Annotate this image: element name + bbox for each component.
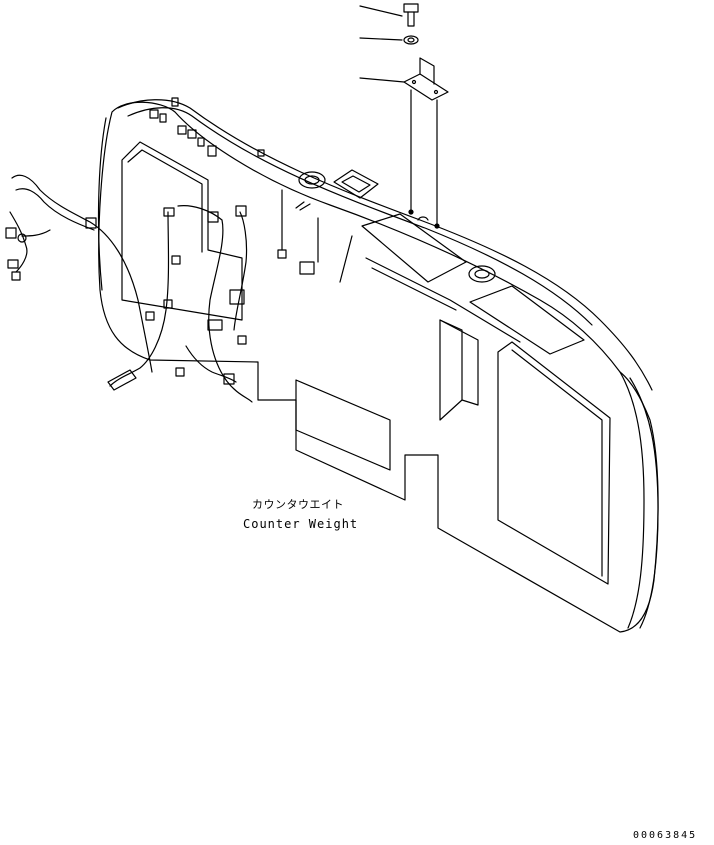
anti-slip-plate-upper (361, 213, 467, 283)
harness-branch-2 (21, 229, 51, 237)
part-name-jp: カウンタウエイト (252, 498, 344, 511)
anti-slip-plate-lower (469, 285, 585, 355)
mount-hole-1 (408, 209, 414, 215)
right-recess-panel-inner (511, 349, 603, 577)
part-name-en: Counter Weight (243, 517, 359, 531)
top-rim-inner (127, 107, 593, 326)
harness-main (11, 174, 153, 373)
leader-bracket (359, 77, 405, 83)
harness-branch-1 (9, 211, 28, 273)
left-recess-panel (121, 141, 243, 321)
top-rim-line (117, 99, 653, 391)
edge-clip (107, 369, 137, 391)
lift-eye-cover (333, 169, 379, 199)
washer (403, 35, 419, 45)
plug-cover-right (468, 265, 496, 283)
clip-b (299, 261, 315, 275)
leader-bolt (359, 5, 403, 17)
drawing-id: 00063845 (633, 830, 698, 841)
lift-eye-cover-inner (341, 175, 371, 193)
step-block-face (439, 319, 463, 401)
ridge-line-2 (371, 267, 457, 311)
connector-block-top (149, 97, 265, 157)
left-recess-panel-inner (127, 149, 203, 253)
mount-hole-2 (434, 223, 440, 229)
clip-a (277, 249, 287, 259)
harness-body-2 (177, 205, 253, 403)
plug-cover-right-inner (474, 269, 490, 279)
leader-washer (359, 37, 403, 41)
tick-marks (295, 201, 311, 211)
harness-connectors (5, 217, 97, 281)
harness-body-4 (185, 345, 237, 383)
mount-hole-3 (417, 216, 429, 221)
step-block (439, 319, 479, 421)
signal-wire-c (339, 235, 353, 283)
right-end-edge-2 (629, 377, 659, 629)
plug-cover-left (298, 171, 326, 189)
counterweight-outline (98, 101, 659, 633)
plug-cover-left-inner (304, 175, 320, 185)
harness-main-2 (15, 188, 95, 231)
harness-body-3 (233, 211, 248, 331)
right-recess-panel (497, 341, 611, 585)
washer-hole (407, 37, 415, 43)
bracket (403, 57, 449, 101)
left-end-edge (97, 117, 107, 291)
right-end-edge (619, 371, 645, 629)
ridge-line-1 (365, 257, 521, 343)
bolt (403, 3, 419, 27)
middle-recess (295, 379, 391, 471)
harness-clamps (145, 205, 247, 385)
harness-body-1 (109, 211, 170, 387)
